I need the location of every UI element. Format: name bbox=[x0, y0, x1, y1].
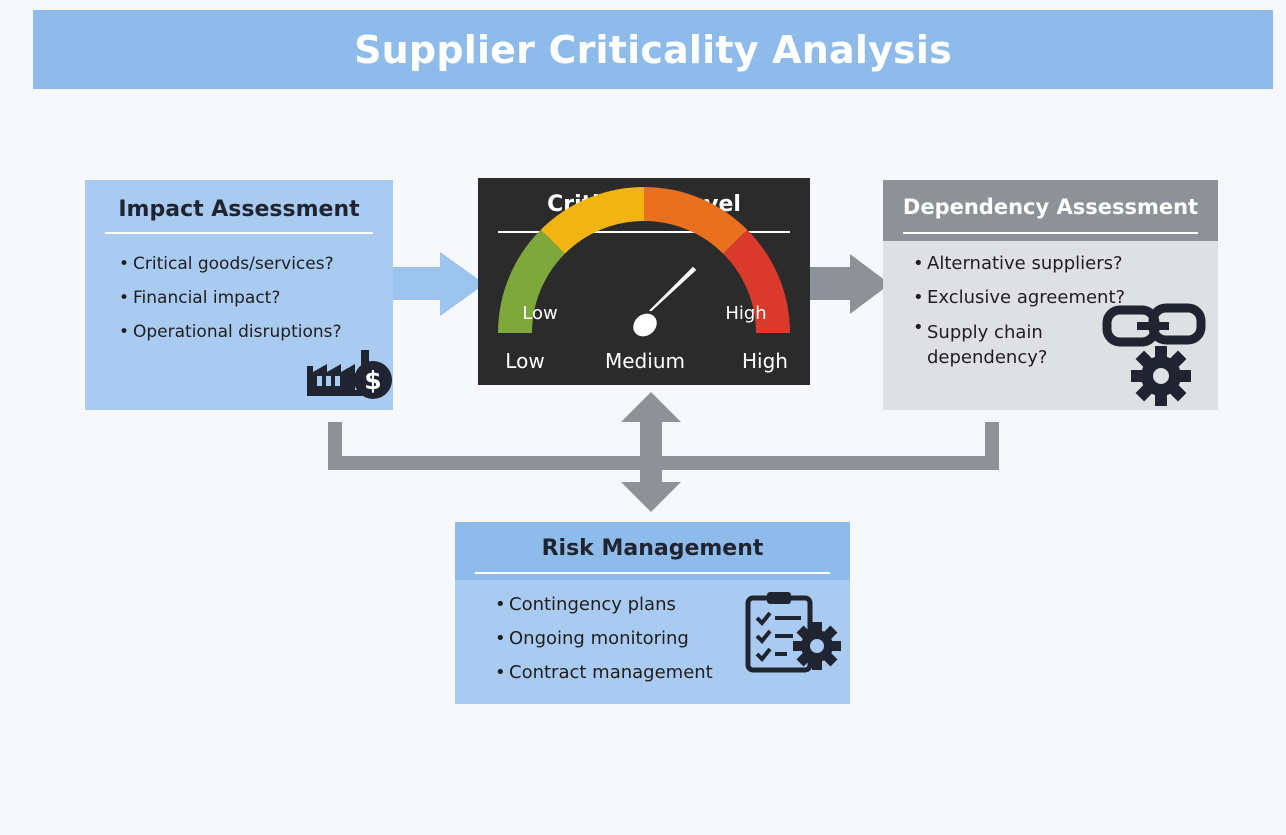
impact-assessment-panel: Impact Assessment Critical goods/service… bbox=[85, 180, 393, 410]
gauge-divider bbox=[498, 231, 790, 233]
gauge-arc-low-label: Low bbox=[522, 303, 557, 324]
dependency-list: Alternative suppliers? Exclusive agreeme… bbox=[913, 247, 1125, 370]
list-item: Supply chain dependency? bbox=[913, 315, 1125, 370]
list-item: Ongoing monitoring bbox=[495, 622, 713, 656]
dependency-assessment-panel: Dependency Assessment Alternative suppli… bbox=[883, 180, 1218, 410]
dependency-heading: Dependency Assessment bbox=[902, 195, 1199, 219]
gauge-segment-yellow bbox=[540, 187, 644, 254]
list-item: Critical goods/services? bbox=[119, 247, 342, 281]
gauge-arc-high-label: High bbox=[725, 303, 766, 324]
risk-list: Contingency plans Ongoing monitoring Con… bbox=[495, 588, 713, 690]
factory-dollar-icon: $ bbox=[307, 350, 392, 399]
dependency-header: Dependency Assessment bbox=[883, 180, 1218, 241]
criticality-gauge: Low High Low Medium High bbox=[498, 187, 790, 373]
dependency-divider bbox=[903, 232, 1198, 234]
impact-list: Critical goods/services? Financial impac… bbox=[119, 247, 342, 349]
svg-text:$: $ bbox=[364, 366, 381, 395]
list-item: Contingency plans bbox=[495, 588, 713, 622]
gauge-segment-green bbox=[498, 229, 565, 333]
gauge-scale-low: Low bbox=[505, 349, 544, 373]
arrow-gauge-to-dependency bbox=[810, 254, 890, 314]
double-arrow-vertical bbox=[621, 392, 681, 512]
risk-heading: Risk Management bbox=[541, 536, 764, 561]
arrow-impact-to-gauge bbox=[393, 252, 485, 316]
clipboard-gear-icon bbox=[745, 592, 841, 673]
gauge-segment-orange bbox=[644, 187, 748, 254]
criticality-level-panel: Criticality Level Low High Low Medium Hi… bbox=[478, 178, 810, 385]
list-item: Financial impact? bbox=[119, 281, 342, 315]
list-item: Alternative suppliers? bbox=[913, 247, 1125, 281]
list-item: Exclusive agreement? bbox=[913, 281, 1125, 315]
impact-divider bbox=[105, 232, 373, 234]
gauge-hub bbox=[630, 310, 660, 340]
gauge-segment-red bbox=[723, 229, 790, 333]
list-item: Contract management bbox=[495, 656, 713, 690]
page-title: Supplier Criticality Analysis bbox=[354, 27, 952, 72]
bracket-connector bbox=[328, 422, 999, 470]
list-item: Operational disruptions? bbox=[119, 315, 342, 349]
gauge-needle bbox=[640, 265, 698, 319]
title-banner: Supplier Criticality Analysis bbox=[33, 10, 1273, 89]
gauge-scale-high: High bbox=[742, 349, 788, 373]
gauge-scale-medium: Medium bbox=[605, 349, 685, 373]
chain-gear-icon bbox=[1102, 303, 1206, 406]
risk-management-panel: Risk Management Contingency plans Ongoin… bbox=[455, 522, 850, 704]
dependency-item3-line2: dependency? bbox=[927, 347, 1048, 368]
dependency-item3-line1: Supply chain bbox=[927, 322, 1043, 343]
impact-heading: Impact Assessment bbox=[118, 197, 360, 222]
risk-header: Risk Management bbox=[455, 522, 850, 580]
risk-divider bbox=[475, 572, 830, 574]
